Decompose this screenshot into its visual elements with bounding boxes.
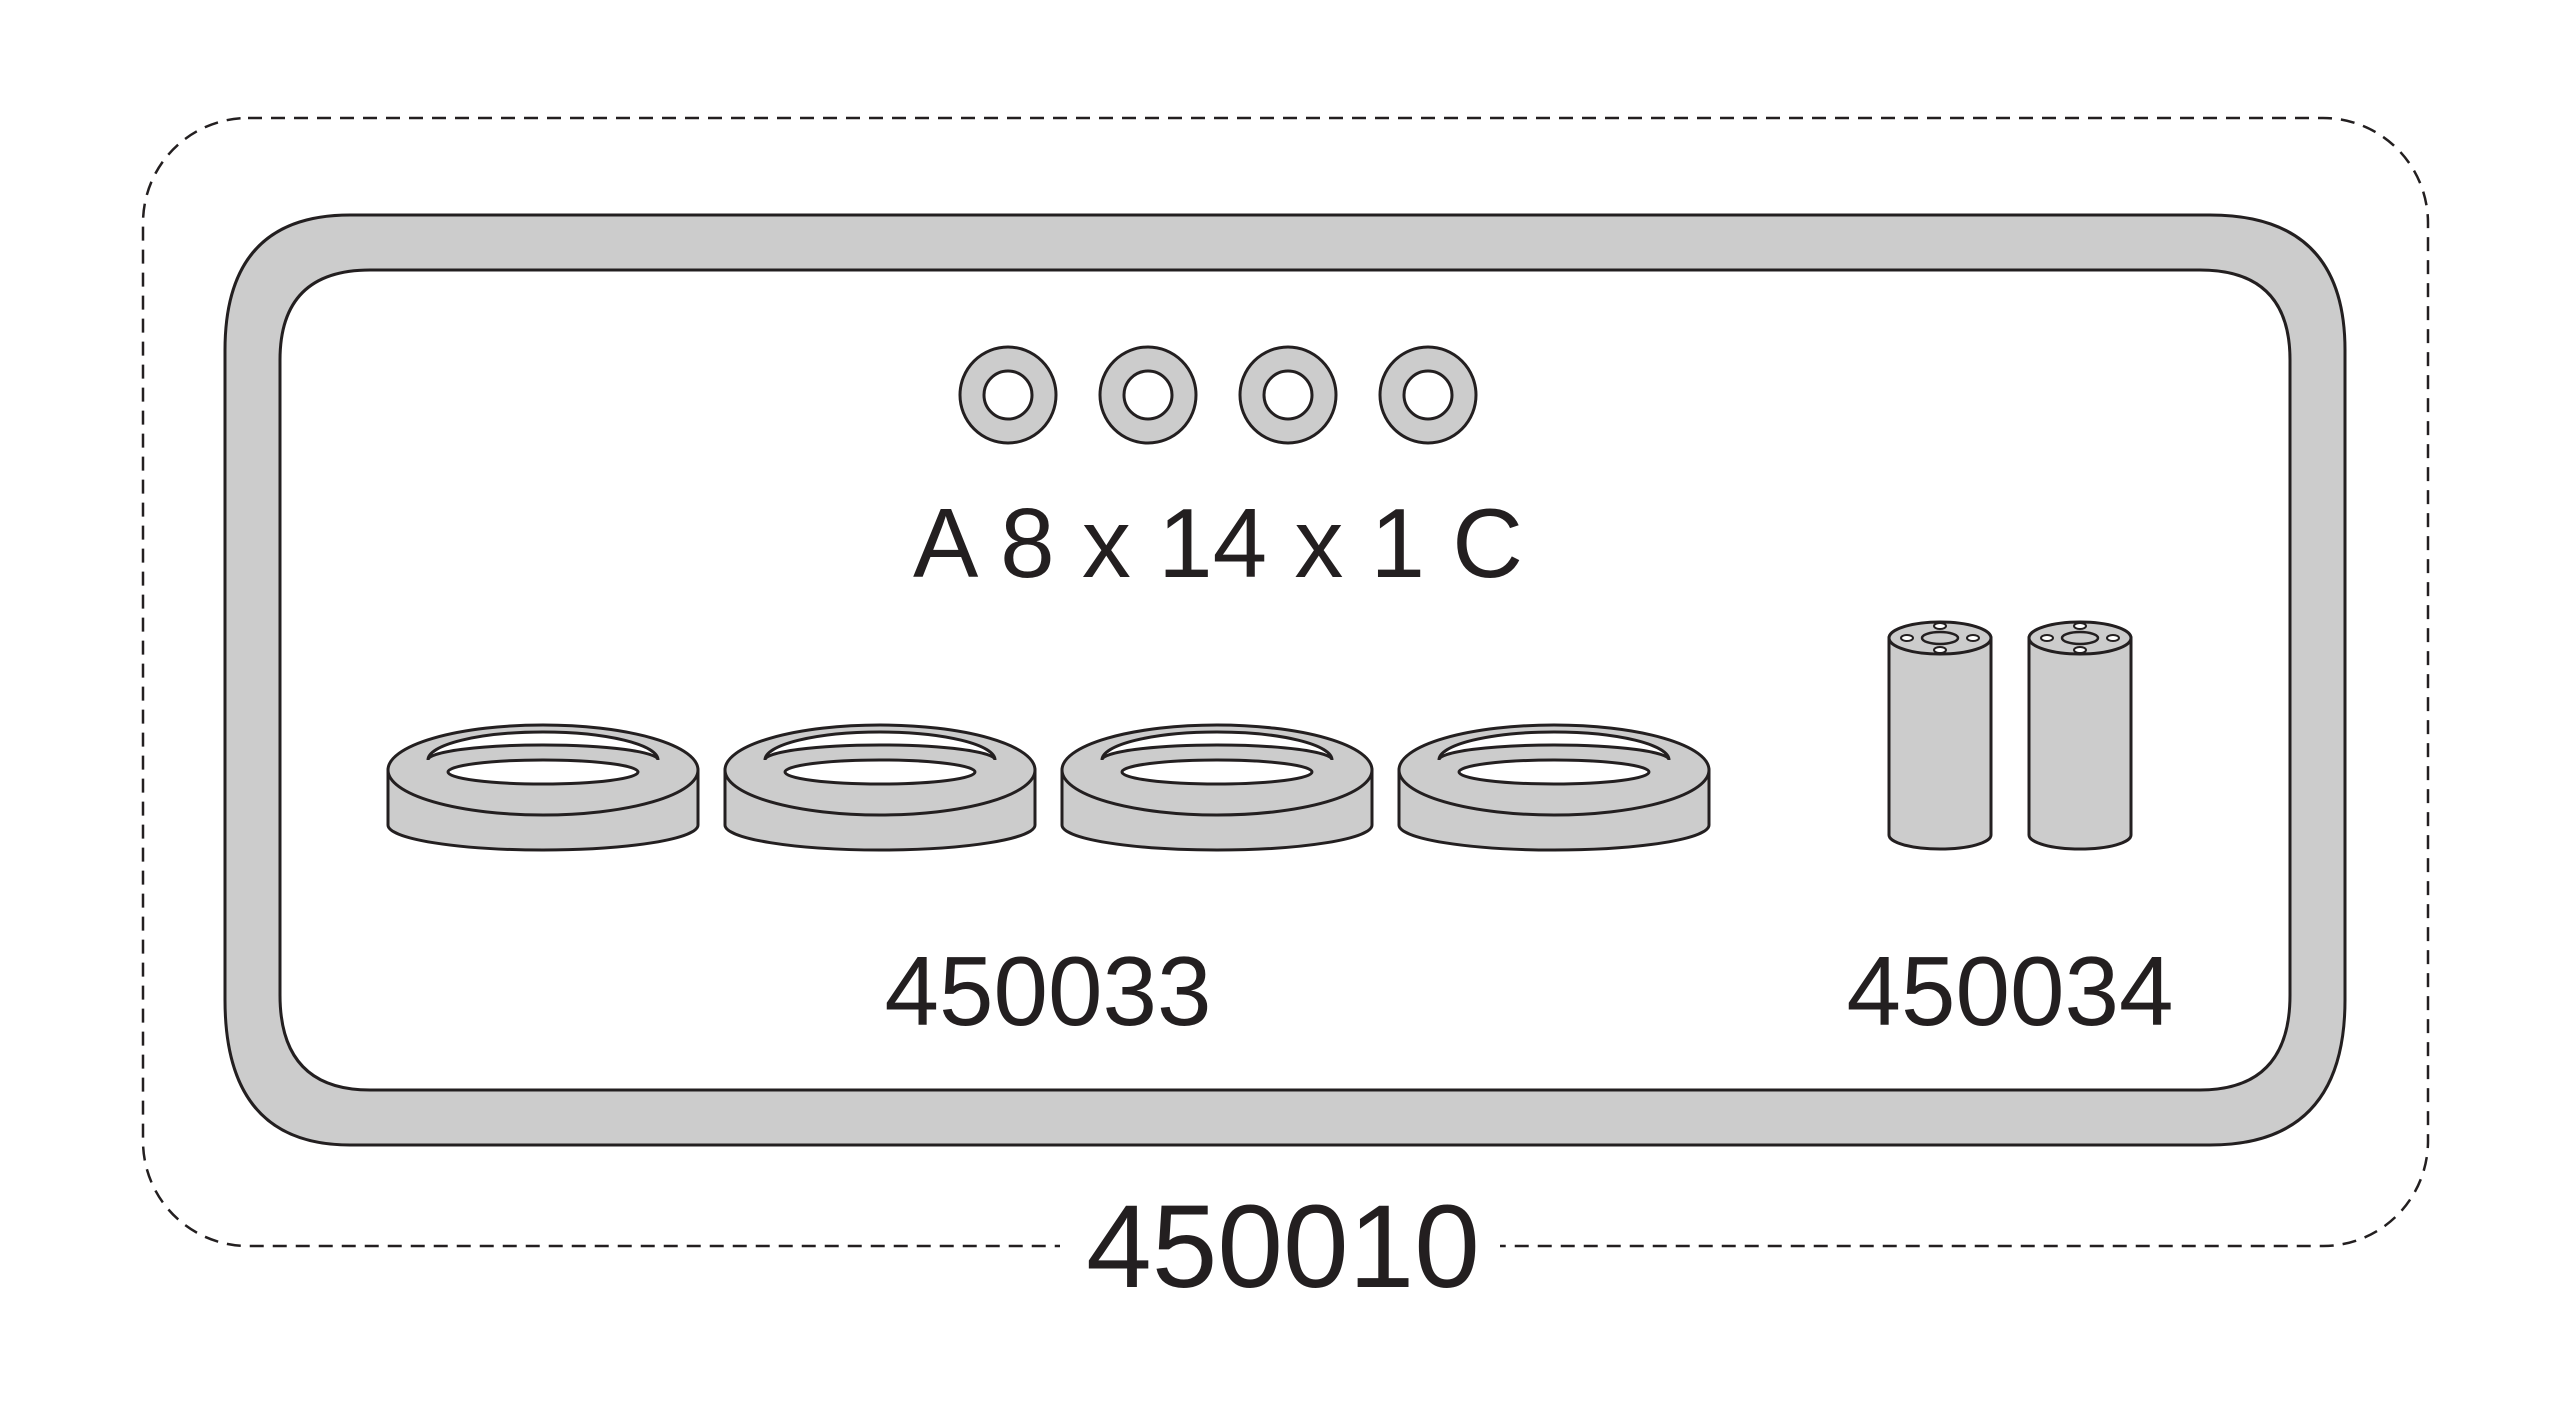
ring-hole	[1120, 758, 1314, 786]
roller-group	[1887, 620, 2133, 851]
washer	[958, 345, 1058, 445]
washer	[1238, 345, 1338, 445]
roller-pin	[2040, 634, 2054, 642]
ring-hole-wall	[1100, 730, 1334, 761]
roller-pin	[2073, 622, 2087, 630]
roller-body	[1887, 636, 1993, 851]
roller-body	[2027, 636, 2133, 851]
roller	[2027, 620, 2133, 851]
roller-pin	[2106, 634, 2120, 642]
roller	[1887, 620, 1993, 851]
roller-pin	[1966, 634, 1980, 642]
washer-spec-label: A 8 x 14 x 1 C	[913, 488, 1523, 598]
ring-hole-wall	[1437, 730, 1671, 761]
roller-pin	[2073, 646, 2087, 654]
roller-hub	[1920, 630, 1960, 646]
ring	[1060, 723, 1374, 852]
washer-hole	[982, 369, 1034, 421]
ring-group	[386, 723, 1711, 852]
washer-group	[958, 345, 1478, 445]
assembly-part-number-label: 450010	[1086, 1181, 1480, 1313]
ring-hole	[446, 758, 640, 786]
roller-pin	[1900, 634, 1914, 642]
washer-hole	[1402, 369, 1454, 421]
assembly-label-gap	[1060, 1225, 1500, 1275]
rollers-part-number-label: 450034	[1846, 936, 2173, 1046]
roller-pin	[1933, 646, 1947, 654]
washer-hole	[1122, 369, 1174, 421]
rings-part-number-label: 450033	[884, 936, 1211, 1046]
blister-tray-frame	[223, 213, 2347, 1147]
ring-hole-wall	[426, 730, 660, 761]
washer-hole	[1262, 369, 1314, 421]
washer	[1378, 345, 1478, 445]
ring	[386, 723, 700, 852]
ring	[723, 723, 1037, 852]
roller-hub	[2060, 630, 2100, 646]
washer	[1098, 345, 1198, 445]
ring-hole	[1457, 758, 1651, 786]
ring	[1397, 723, 1711, 852]
ring-hole	[783, 758, 977, 786]
roller-pin	[1933, 622, 1947, 630]
ring-hole-wall	[763, 730, 997, 761]
